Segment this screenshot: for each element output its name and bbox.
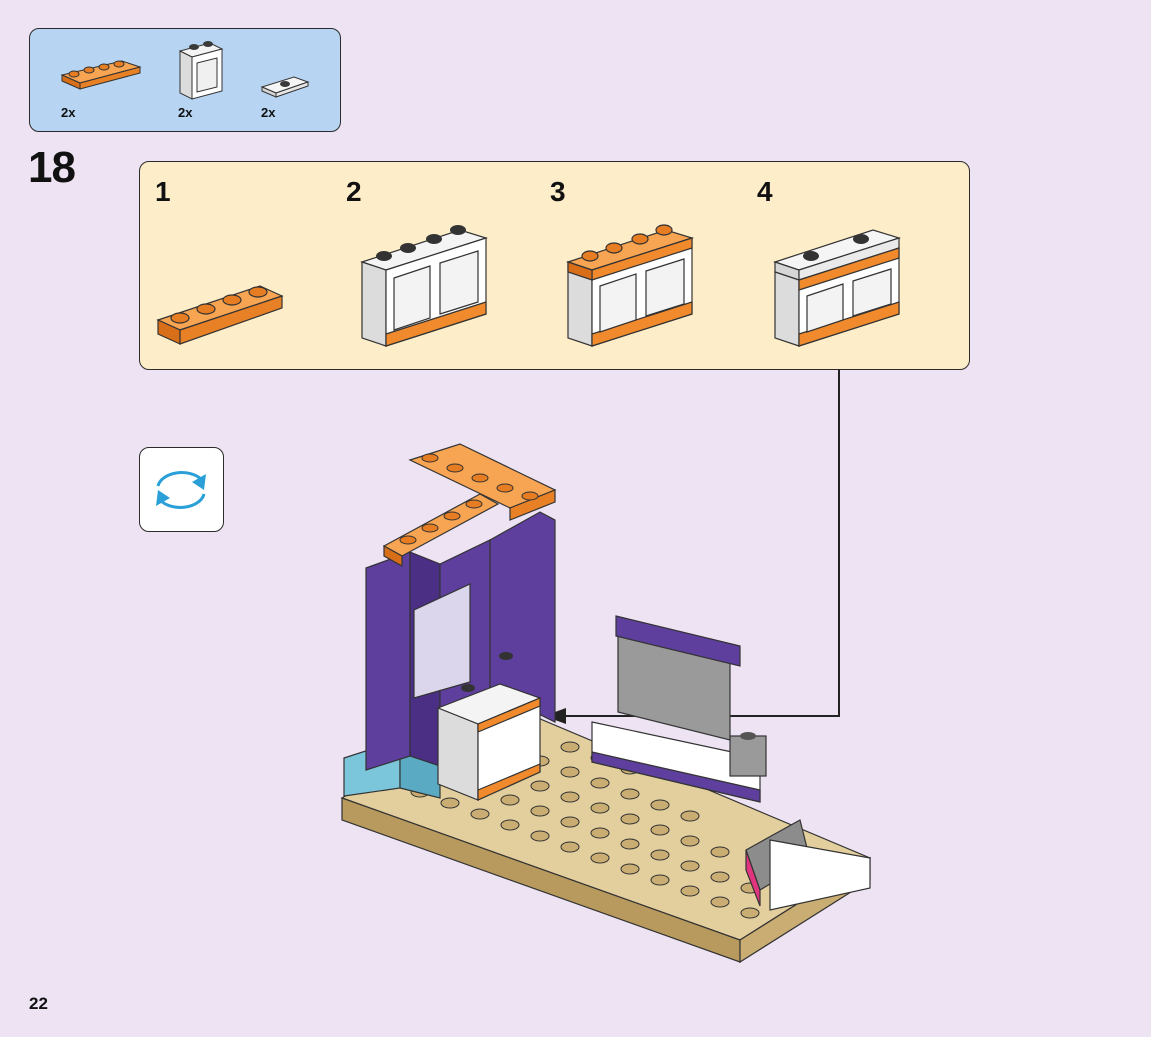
window-assembly-with-tiles-icon bbox=[773, 229, 902, 347]
page-number: 22 bbox=[29, 994, 48, 1013]
subassembly-box: 1 2 3 4 bbox=[139, 161, 970, 370]
substep-label: 2 bbox=[346, 176, 362, 207]
room-model-icon bbox=[340, 443, 872, 964]
rotate-model-box bbox=[139, 447, 224, 532]
window-assembly-with-plate-icon bbox=[566, 224, 695, 347]
white-window-frame-icon bbox=[178, 41, 224, 100]
substep-label: 3 bbox=[550, 176, 566, 207]
parts-callout: 2x 2x 2x bbox=[29, 28, 341, 132]
step-number: 18 bbox=[28, 143, 76, 192]
double-window-assembly-icon bbox=[360, 225, 489, 347]
orange-plate-1x4-icon bbox=[60, 60, 142, 90]
orange-plate-1x4-icon bbox=[156, 285, 284, 345]
substep-label: 1 bbox=[155, 176, 171, 207]
rotate-arrows-icon bbox=[156, 471, 206, 509]
white-tile-with-stud-icon bbox=[260, 76, 310, 98]
substep-label: 4 bbox=[757, 176, 773, 207]
part-count: 2x bbox=[261, 105, 276, 120]
part-count: 2x bbox=[178, 105, 193, 120]
part-count: 2x bbox=[61, 105, 76, 120]
